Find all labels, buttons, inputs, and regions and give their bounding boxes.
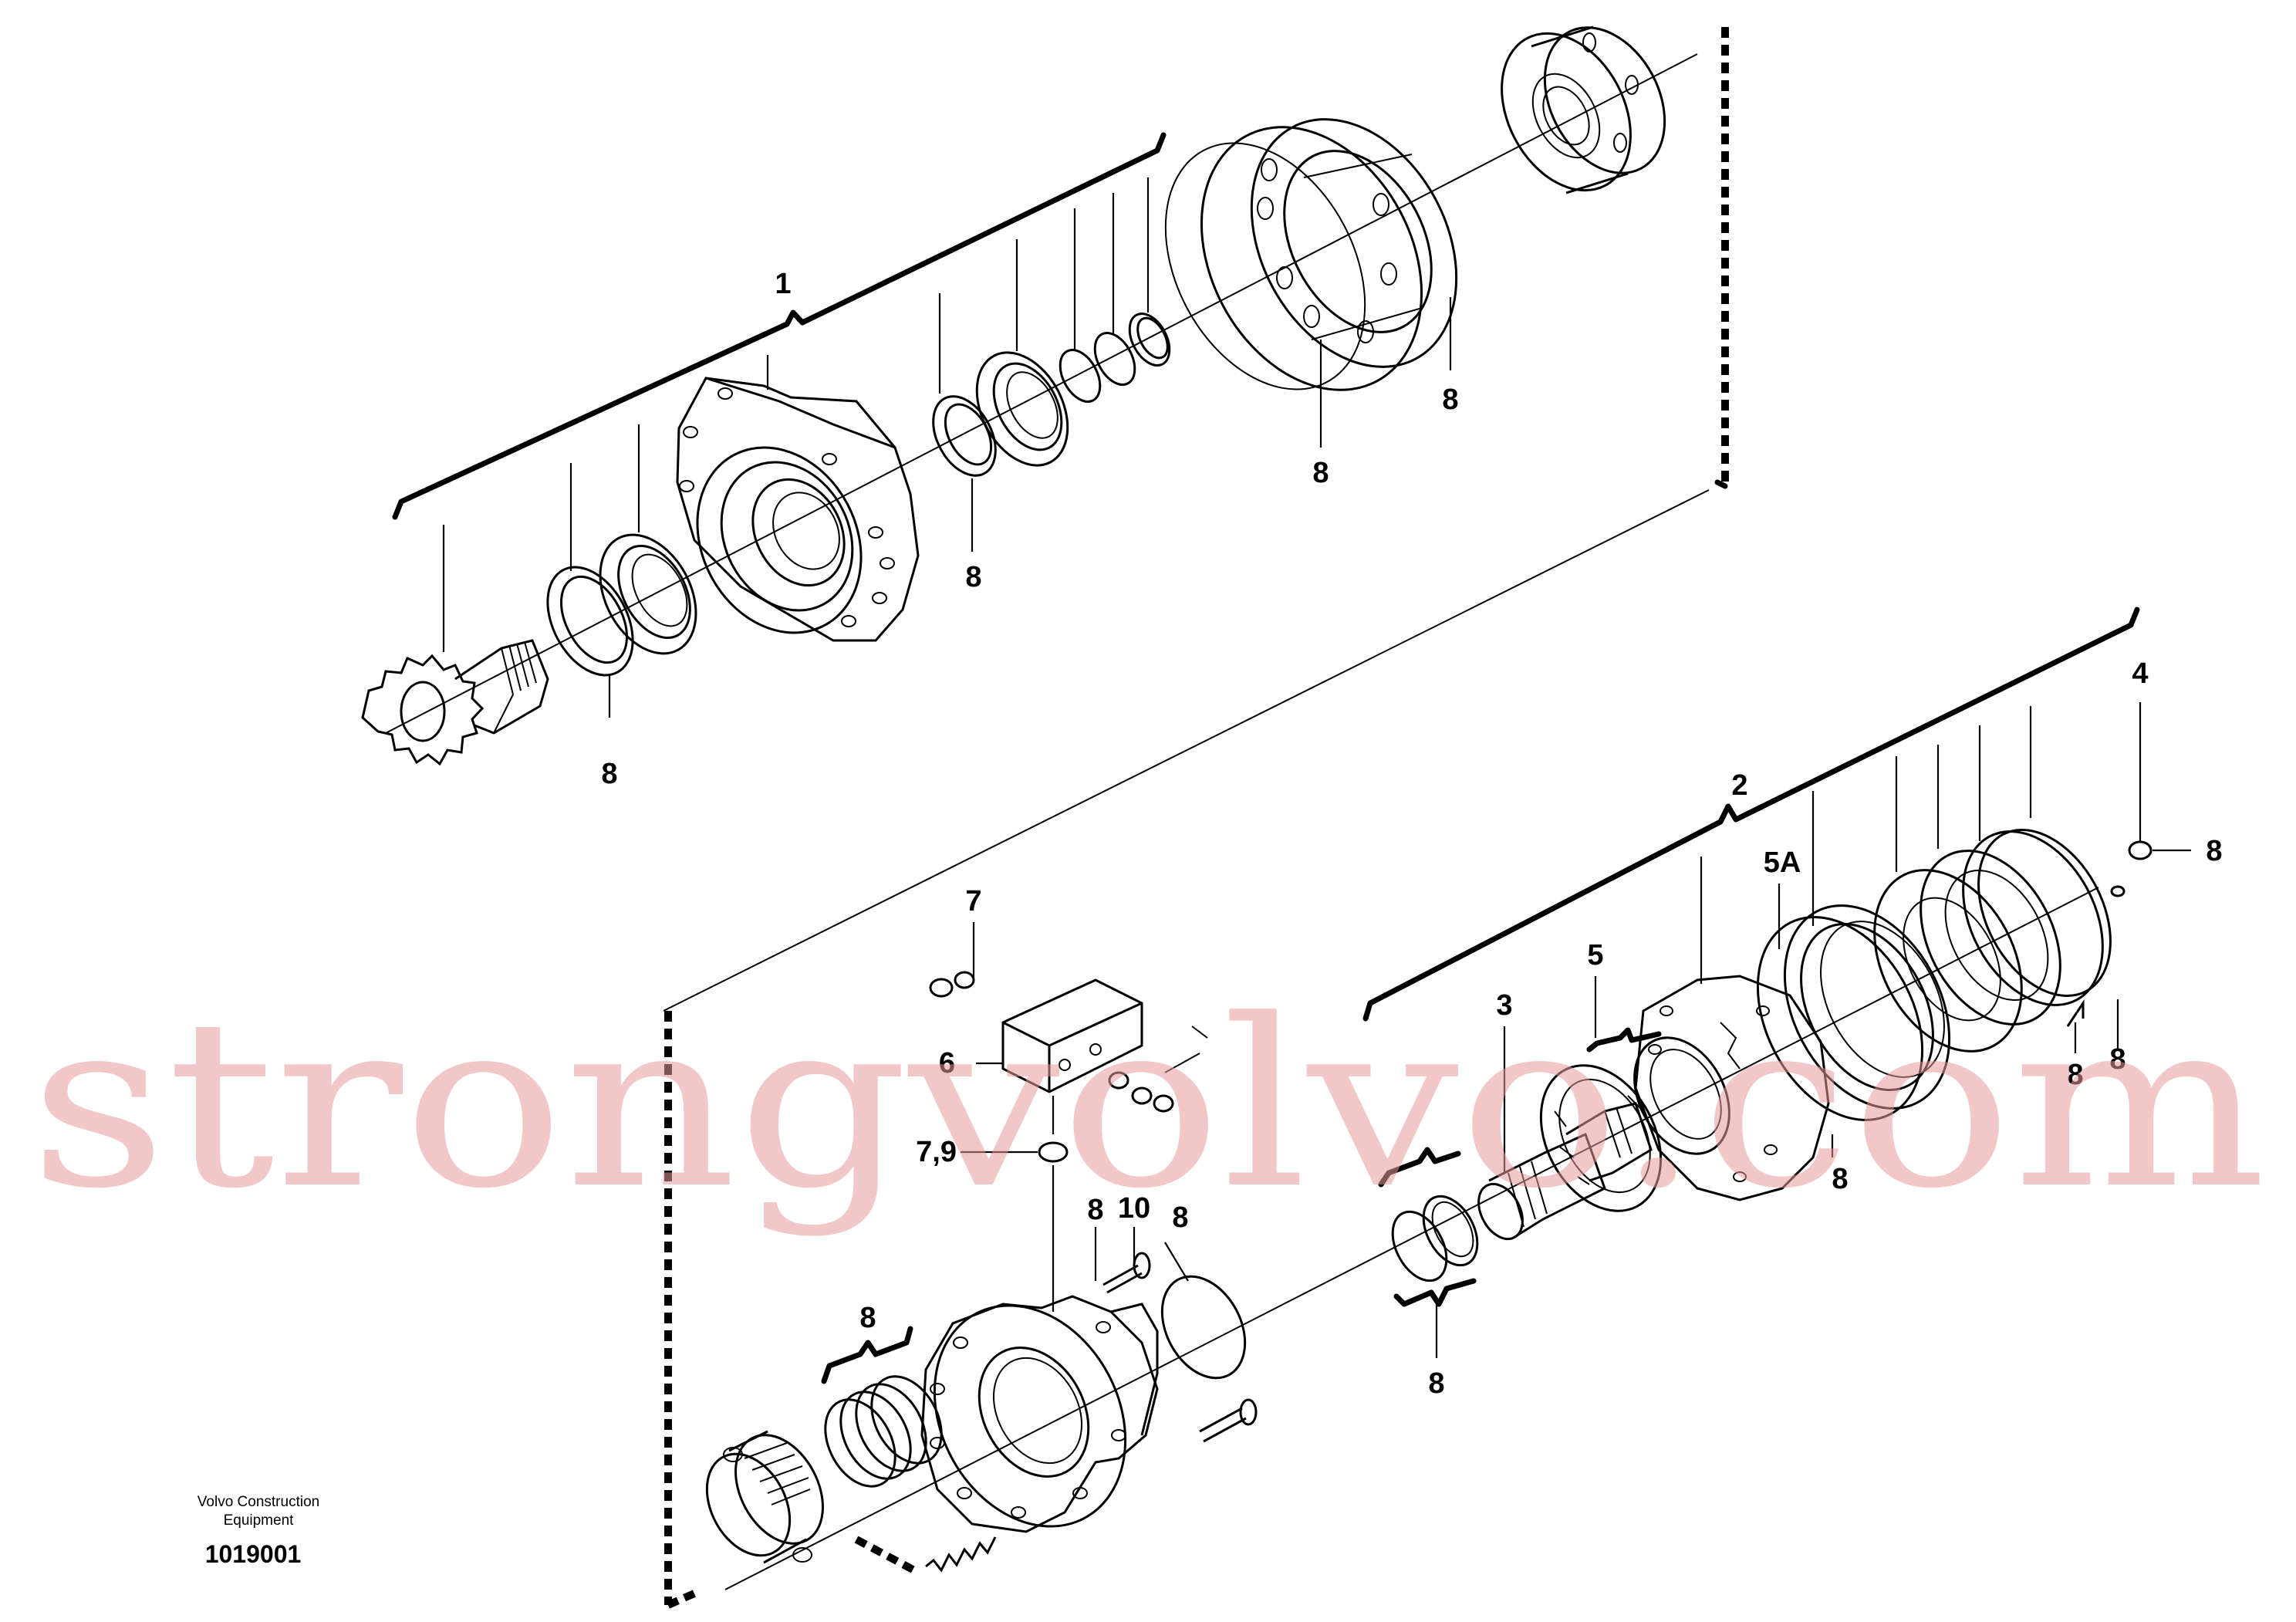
label-8-pinion-seal: 8 — [601, 758, 617, 790]
lower-axis — [724, 887, 2099, 1590]
label-8-cam-ring: 8 — [1442, 384, 1458, 416]
label-assembly-1: 1 — [775, 268, 791, 300]
connector-line — [663, 489, 1710, 1012]
label-10: 10 — [1118, 1192, 1150, 1225]
cam-ring — [1200, 118, 1458, 391]
label-6: 6 — [939, 1047, 955, 1080]
brake-springs — [821, 1326, 997, 1574]
gear-housing — [1633, 975, 1830, 1201]
dashed-boundary-bottom — [666, 1590, 697, 1609]
shaft-rings — [1378, 1147, 1479, 1307]
bearing-2 — [975, 351, 1069, 467]
label-8-shaft-rings: 8 — [1428, 1367, 1444, 1400]
label-8-snap-ring: 8 — [2206, 835, 2222, 867]
label-5: 5 — [1587, 939, 1603, 972]
label-8-bolt: 8 — [1087, 1194, 1103, 1226]
dashed-boundary-join — [1714, 479, 1728, 489]
brake-piston — [705, 1430, 824, 1564]
large-o-ring — [1164, 142, 1366, 390]
thrust-plates — [1873, 829, 2125, 1053]
label-7-9: 7,9 — [916, 1136, 957, 1168]
drawing-number: 1019001 — [205, 1540, 302, 1568]
label-assembly-2: 2 — [1731, 769, 1747, 802]
callout-labels: 1 8 8 8 8 2 4 8 5A 5 3 8 8 8 8 7 6 7,9 8… — [601, 268, 2222, 1400]
upper-assembly — [361, 25, 1729, 766]
watermark: strongvolvo.com — [29, 970, 2267, 1239]
o-ring-7-9 — [1038, 1141, 1069, 1163]
pinion-gear — [361, 639, 549, 766]
ring-gear-5a — [1756, 904, 1951, 1121]
company-name-line2: Equipment — [224, 1512, 295, 1529]
upper-axis — [385, 53, 1698, 734]
title-block: Volvo Construction Equipment 1019001 — [198, 1494, 319, 1568]
output-shaft — [1477, 1102, 1653, 1241]
valve-block — [929, 971, 1208, 1113]
company-name-line1: Volvo Construction — [198, 1494, 319, 1510]
label-4: 4 — [2132, 657, 2148, 690]
snap-ring-4 — [2128, 840, 2152, 860]
label-3: 3 — [1496, 989, 1512, 1022]
label-8-ring-gear: 8 — [1832, 1163, 1848, 1195]
lower-assembly — [664, 607, 2191, 1609]
end-bearing — [1501, 25, 1666, 194]
label-8-seal-2: 8 — [965, 561, 981, 593]
label-8-housing-o-ring: 8 — [1172, 1201, 1188, 1234]
label-5a: 5A — [1764, 846, 1801, 879]
assembly-2-bracket — [1362, 607, 2140, 1022]
label-8-plate-b: 8 — [2109, 1043, 2125, 1076]
small-rings — [1059, 313, 1171, 403]
label-8-springs: 8 — [859, 1302, 876, 1334]
small-bolts — [1094, 1227, 1258, 1443]
label-8-o-ring: 8 — [1312, 457, 1329, 489]
brake-housing — [920, 1295, 1159, 1533]
assembly-1-bracket — [392, 132, 1167, 520]
bearing-1 — [599, 533, 697, 655]
label-8-plate-a: 8 — [2067, 1059, 2083, 1091]
label-7: 7 — [965, 885, 981, 917]
planet-carrier — [1539, 1027, 1663, 1212]
seal-ring-1 — [546, 566, 634, 677]
motor-housing — [676, 377, 920, 642]
o-ring-housing — [1160, 1275, 1247, 1380]
